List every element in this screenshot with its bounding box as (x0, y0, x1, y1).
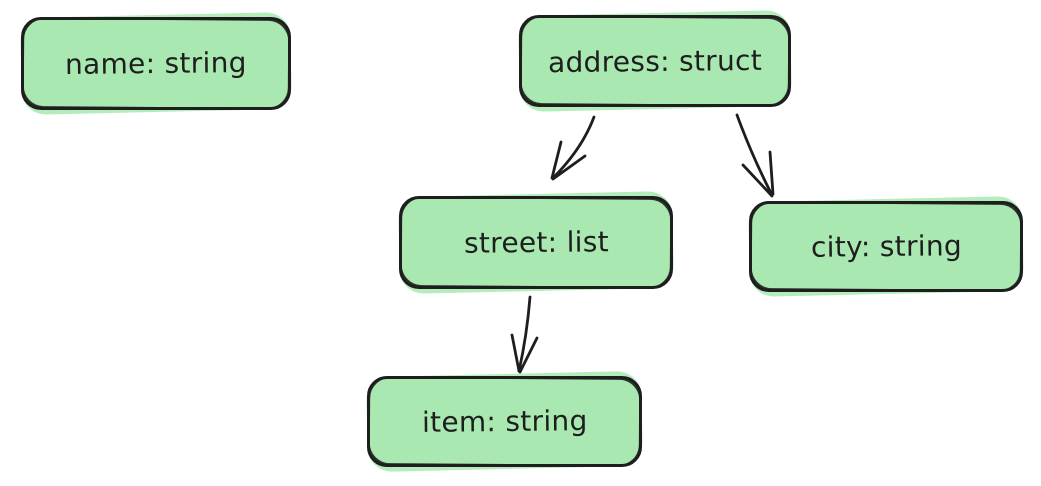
node-street-label: street: list (463, 225, 609, 260)
node-item-label: item: string (421, 404, 588, 439)
node-city-label: city: string (810, 229, 962, 264)
node-address-label: address: struct (547, 43, 763, 79)
node-city: city: string (749, 201, 1023, 292)
node-address: address: struct (519, 15, 791, 107)
arrow-address-to-street (550, 115, 596, 181)
node-item: item: string (367, 376, 642, 467)
node-street: street: list (399, 196, 673, 289)
node-name-label: name: string (64, 46, 248, 81)
arrow-address-to-city (735, 113, 775, 198)
arrow-street-to-item (510, 295, 539, 374)
node-name: name: string (21, 17, 291, 110)
